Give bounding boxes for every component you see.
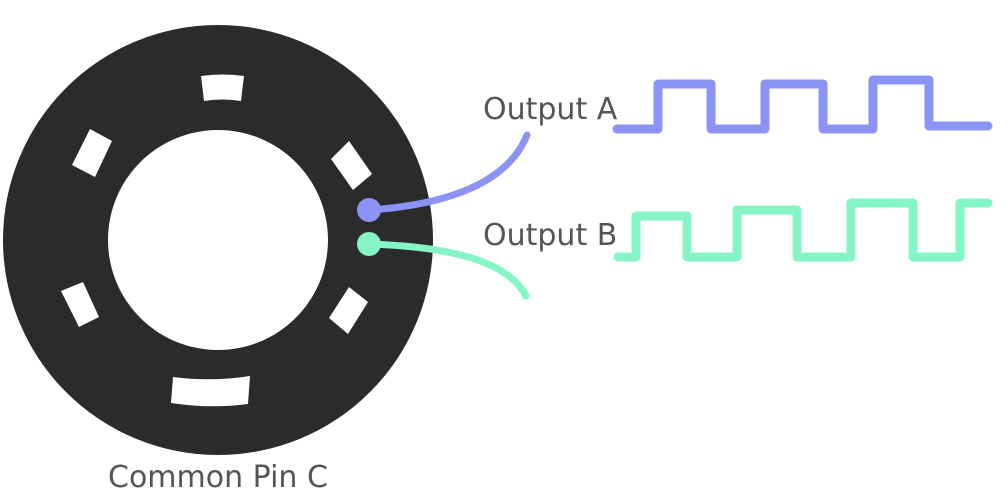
encoder-slot-lower-left — [61, 282, 99, 327]
encoder-center-hole — [108, 130, 328, 350]
output-b-label: Output B — [483, 218, 618, 253]
encoder-slot-lower-right — [329, 287, 368, 334]
output-a-label: Output A — [483, 92, 618, 127]
encoder-slot-upper-right — [331, 141, 372, 190]
output-b-pin — [357, 232, 381, 256]
encoder-slots — [61, 74, 372, 407]
output-a-lead — [365, 131, 531, 214]
output-a-pin — [357, 198, 381, 222]
encoder-slot-top — [201, 74, 244, 101]
output-b-lead — [365, 240, 530, 300]
encoder-slot-bottom — [171, 376, 250, 407]
output-a-waveform — [612, 75, 993, 134]
common-pin-label: Common Pin C — [108, 460, 328, 495]
encoder-slot-upper-left — [72, 129, 112, 177]
output-b-waveform — [613, 198, 993, 262]
